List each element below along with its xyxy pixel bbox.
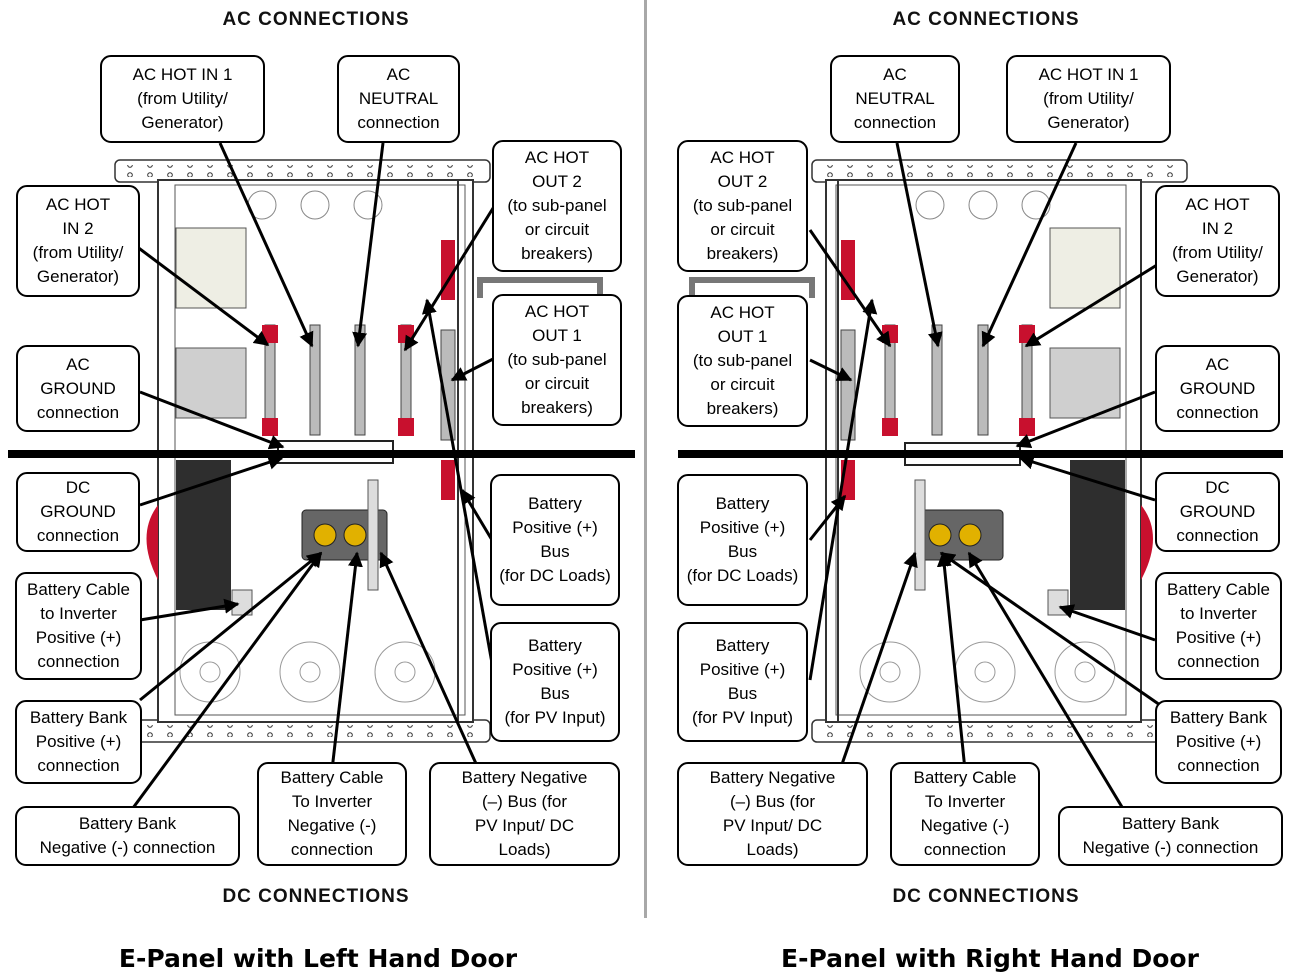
right-callout-battery-positive-pv: Battery Positive (+) Bus (for PV Input) xyxy=(677,622,808,742)
left-ac-dc-divider-bar xyxy=(8,450,635,458)
left-callout-battery-cable-inverter-positive: Battery Cable to Inverter Positive (+) c… xyxy=(15,572,142,680)
right-callout-ac-hot-in-1: AC HOT IN 1 (from Utility/ Generator) xyxy=(1006,55,1171,143)
left-callout-battery-positive-pv: Battery Positive (+) Bus (for PV Input) xyxy=(490,622,620,742)
left-callout-ac-neutral: AC NEUTRAL connection xyxy=(337,55,460,143)
right-callout-ac-ground: AC GROUND connection xyxy=(1155,345,1280,432)
right-caption: E-Panel with Right Hand Door xyxy=(781,944,1199,973)
left-callout-battery-cable-inverter-negative: Battery Cable To Inverter Negative (-) c… xyxy=(257,762,407,866)
left-callout-ac-ground: AC GROUND connection xyxy=(16,345,140,432)
right-callout-battery-negative-bus: Battery Negative (–) Bus (for PV Input/ … xyxy=(677,762,868,866)
left-callout-dc-ground: DC GROUND connection xyxy=(16,472,140,552)
left-ac-header: AC CONNECTIONS xyxy=(222,9,410,30)
left-callout-battery-negative-bus: Battery Negative (–) Bus (for PV Input/ … xyxy=(429,762,620,866)
left-callout-battery-positive-dc-loads: Battery Positive (+) Bus (for DC Loads) xyxy=(490,474,620,606)
right-callout-dc-ground: DC GROUND connection xyxy=(1155,472,1280,552)
left-caption: E-Panel with Left Hand Door xyxy=(118,944,518,973)
right-callout-ac-hot-out-1: AC HOT OUT 1 (to sub-panel or circuit br… xyxy=(677,295,808,427)
right-leader-arrows xyxy=(808,142,1166,813)
right-callout-battery-cable-inverter-positive: Battery Cable to Inverter Positive (+) c… xyxy=(1155,572,1282,680)
right-callout-battery-bank-negative: Battery Bank Negative (-) connection xyxy=(1058,806,1283,866)
left-callout-battery-bank-positive: Battery Bank Positive (+) connection xyxy=(15,700,142,784)
right-callout-battery-cable-inverter-negative: Battery Cable To Inverter Negative (-) c… xyxy=(890,762,1040,866)
right-callout-battery-positive-dc-loads: Battery Positive (+) Bus (for DC Loads) xyxy=(677,474,808,606)
left-dc-header: DC CONNECTIONS xyxy=(222,886,410,907)
left-callout-ac-hot-out-1: AC HOT OUT 1 (to sub-panel or circuit br… xyxy=(492,294,622,426)
right-callout-ac-neutral: AC NEUTRAL connection xyxy=(830,55,960,143)
left-callout-ac-hot-out-2: AC HOT OUT 2 (to sub-panel or circuit br… xyxy=(492,140,622,272)
left-callout-ac-hot-in-1: AC HOT IN 1 (from Utility/ Generator) xyxy=(100,55,265,143)
right-callout-ac-hot-out-2: AC HOT OUT 2 (to sub-panel or circuit br… xyxy=(677,140,808,272)
right-callout-battery-bank-positive: Battery Bank Positive (+) connection xyxy=(1155,700,1282,784)
center-divider xyxy=(644,0,647,918)
left-callout-battery-bank-negative: Battery Bank Negative (-) connection xyxy=(15,806,240,866)
right-ac-header: AC CONNECTIONS xyxy=(892,9,1080,30)
right-dc-header: DC CONNECTIONS xyxy=(892,886,1080,907)
left-leader-arrows xyxy=(127,142,497,813)
right-callout-ac-hot-in-2: AC HOT IN 2 (from Utility/ Generator) xyxy=(1155,185,1280,297)
left-callout-ac-hot-in-2: AC HOT IN 2 (from Utility/ Generator) xyxy=(16,185,140,297)
right-ac-dc-divider-bar xyxy=(678,450,1283,458)
